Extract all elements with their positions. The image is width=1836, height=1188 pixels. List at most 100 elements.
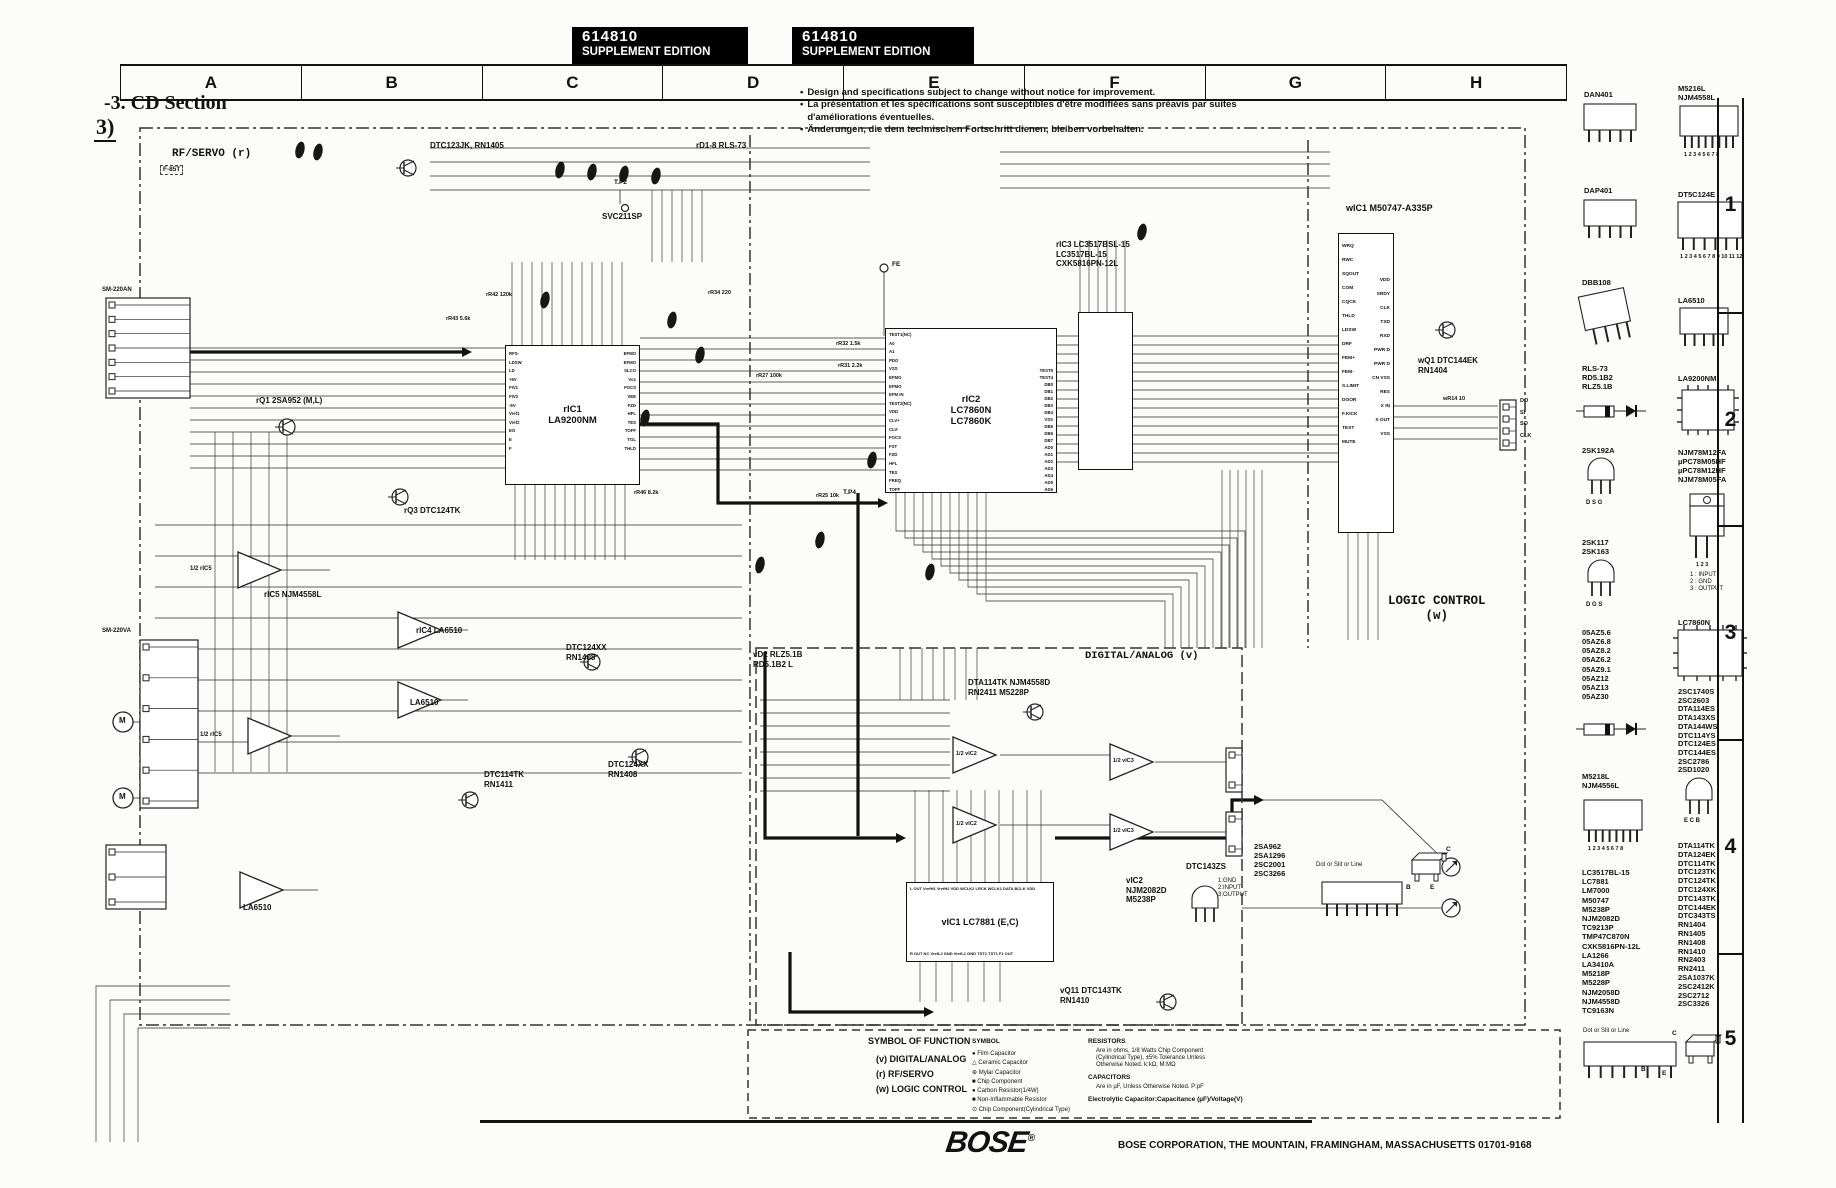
legend-capacitors-note: Are in µF, Unless Otherwise Noted. P:pF bbox=[1096, 1084, 1204, 1090]
connector-label-sm220an: SM-220AN bbox=[102, 287, 132, 293]
note-fr: La présentation et les spécifications so… bbox=[807, 99, 1237, 123]
opamp-label-vic2b: 1/2 vIC2 bbox=[956, 821, 977, 827]
grid-col-d: D bbox=[663, 66, 844, 99]
value-label: rR46 8.2k bbox=[634, 490, 659, 496]
wires bbox=[133, 190, 1445, 909]
page-title: -3. CD Section bbox=[104, 92, 227, 114]
legend-symbol-title: SYMBOL bbox=[972, 1038, 1000, 1045]
connector-pin-names: DO SI SO CLK bbox=[1520, 398, 1532, 439]
grid-row-1: 1 bbox=[1719, 98, 1742, 314]
grid-col-g: G bbox=[1206, 66, 1387, 99]
motor-symbol-label-2: M bbox=[119, 792, 126, 801]
ic-dac-label: vIC1 LC7881 (E,C) bbox=[941, 917, 1019, 927]
grid-column-ruler: A B C D E F G H bbox=[120, 64, 1567, 101]
opamp-symbols bbox=[237, 551, 1155, 909]
ic-mcu: WRQ RWC SQOUT COM CQCK THLD LDSW DRF FEM… bbox=[1338, 233, 1394, 533]
ic-la9200nm-pins-left: RFS- LDSW LD +5V FIV1 FIV2 -5V Vref1 Vre… bbox=[509, 351, 522, 451]
grid-col-a: A bbox=[121, 66, 302, 99]
pin-letters-dsg: D S G bbox=[1586, 500, 1603, 506]
value-label: rR32 1.5k bbox=[836, 341, 861, 347]
note-dot-slit-line: Dot or Slit or Line bbox=[1316, 862, 1363, 868]
pinout-note-dtc143zs: 1:GND 2:INPUT 3:OUTPUT bbox=[1218, 878, 1248, 899]
part-label-q3: rQ3 DTC124TK bbox=[404, 506, 461, 515]
connector-symbols bbox=[105, 297, 1517, 910]
wire-bundles bbox=[95, 147, 1498, 1142]
ic-mcu-label: wIC1 M50747-A335P bbox=[1346, 203, 1433, 213]
part-label-dtc143zs: DTC143ZS bbox=[1186, 862, 1227, 871]
section-label-logic-control: LOGIC CONTROL (w) bbox=[1388, 594, 1486, 623]
ic-lc7860-pins-right: TEST5 TEST4 DB0 DB1 DB2 DB3 DB4 VSS DB5 … bbox=[1039, 368, 1053, 492]
pkg-label-lc7860n: LC7860N bbox=[1678, 618, 1711, 627]
pin-letter-b: B bbox=[1406, 884, 1411, 891]
ic-dac: L OUT VrefH1 VrefH2 VDD WCLK2 LRCK WCLK1… bbox=[906, 882, 1054, 962]
opamp-label-vic3a: 1/2 vIC3 bbox=[1113, 758, 1134, 764]
pin-letters-ecb: E C B bbox=[1684, 818, 1701, 824]
pin-letter-e: E bbox=[1430, 884, 1435, 891]
part-label-q8: DTC124XX RN1408 bbox=[608, 760, 649, 779]
legend-capacitors-title: CAPACITORS bbox=[1088, 1074, 1131, 1081]
testpoint-tp2: T.P2 bbox=[614, 179, 628, 186]
part-label-la6510c: LA6510 bbox=[243, 903, 272, 912]
pkg-label-la6510: LA6510 bbox=[1678, 296, 1705, 305]
transistor-symbols bbox=[275, 159, 1456, 1011]
ic-lc7860-pins-left: TEST1(NC) A0 A1 PDO VSS EFMO EFMO EFM IN… bbox=[889, 332, 912, 492]
part-label-diodes-rls73: rD1-8 RLS-73 bbox=[696, 141, 747, 150]
pkg-label-dap401: DAP401 bbox=[1584, 186, 1613, 195]
note-dot-slit-line-panel: Dot or Slit or Line bbox=[1583, 1028, 1630, 1034]
pkg-label-to92-list: 2SC1740S 2SC2603 DTA114ES DTA143XS DTA14… bbox=[1678, 687, 1718, 775]
grid-col-f: F bbox=[1025, 66, 1206, 99]
part-label-vq11: vQ11 DTC143TK RN1410 bbox=[1060, 986, 1122, 1005]
grid-col-c: C bbox=[483, 66, 664, 99]
pkg-label-dan401: DAN401 bbox=[1584, 90, 1613, 99]
value-label: rR43 5.6k bbox=[446, 316, 471, 322]
part-label-q2: DTC123JK, RN1405 bbox=[430, 141, 504, 150]
testpoint-fe: FE bbox=[892, 261, 901, 268]
part-label-q7: DTC124XX RN1408 bbox=[566, 643, 607, 662]
ic-opamp-v2-label: vIC2 NJM2082D M5238P bbox=[1126, 876, 1167, 905]
part-label-ic4: rIC4 LA6510 bbox=[416, 626, 463, 635]
legend-resistors-note: Are in ohms, 1/8 Watts Chip Component (C… bbox=[1096, 1048, 1206, 1069]
value-label: rR27 100k bbox=[756, 373, 782, 379]
opamp-label-vic2a: 1/2 vIC2 bbox=[956, 751, 977, 757]
footer-address: BOSE CORPORATION, THE MOUNTAIN, FRAMINGH… bbox=[1118, 1140, 1532, 1151]
pin-letter-c: C bbox=[1446, 846, 1451, 853]
legend-resistors-title: RESISTORS bbox=[1088, 1038, 1126, 1045]
pin-letter-b: B bbox=[1641, 1066, 1646, 1073]
note-de: Änderungen, die dem technischen Fortschr… bbox=[807, 124, 1144, 136]
bead-blobs bbox=[295, 141, 1147, 581]
part-label-half-ic5b: 1/2 rIC5 bbox=[200, 732, 222, 738]
signal-traces bbox=[190, 347, 1264, 1017]
pin-letter-c: C bbox=[1672, 1030, 1677, 1037]
edition-code: 614810 bbox=[582, 28, 639, 45]
part-label-wq1: wQ1 DTC144EK RN1404 bbox=[1418, 356, 1479, 375]
value-label: rR25 10k bbox=[816, 493, 839, 499]
pkg-label-ic-list: LC3517BL-15 LC7881 LM7000 M50747 M5238P … bbox=[1582, 868, 1641, 1016]
legend-symbol-list: ● Film Capacitor △ Ceramic Capacitor ⊕ M… bbox=[972, 1051, 1070, 1113]
motor-symbol-label-1: M bbox=[119, 716, 126, 725]
part-label-svc211sp: SVC211SP bbox=[602, 212, 643, 221]
edition-label: SUPPLEMENT EDITION bbox=[582, 45, 711, 58]
pkg-label-dbb108: DBB108 bbox=[1582, 278, 1611, 287]
section-marker: 3) bbox=[94, 114, 117, 142]
part-list-2sa962: 2SA962 2SA1296 2SC2001 2SC3266 bbox=[1254, 842, 1286, 879]
pkg-label-zeners: 05AZ5.6 05AZ6.8 05AZ8.2 05AZ6.2 05AZ9.1 … bbox=[1582, 628, 1611, 701]
pkg-label-m5216l: M5216L NJM4558L bbox=[1678, 84, 1716, 103]
ic-la9200nm-pins-right: EFMO EFMO SLCO Vcc FOCS VEE FZD HFL TES … bbox=[623, 351, 636, 451]
ic-ram bbox=[1078, 312, 1133, 470]
pinout-note-regulator: 1 : INPUT 2 : GND 3 : OUTPUT bbox=[1690, 572, 1724, 593]
grid-col-b: B bbox=[302, 66, 483, 99]
grid-row-ruler: 1 2 3 4 5 bbox=[1717, 98, 1744, 1123]
pkg-label-rls73: RLS-73 RD5.1B2 RLZ5.1B bbox=[1582, 364, 1613, 392]
legend-functions: (v) DIGITAL/ANALOG (r) RF/SERVO (w) LOGI… bbox=[876, 1054, 967, 1094]
grid-row-5: 5 bbox=[1724, 1027, 1737, 1050]
edition-code: 614810 bbox=[802, 28, 859, 45]
part-label-q1: rQ1 2SA952 (M,L) bbox=[256, 396, 323, 405]
grid-row-2: 2 bbox=[1719, 314, 1742, 527]
pkg-label-2sk192a: 2SK192A bbox=[1582, 446, 1615, 455]
pkg-label-la9200nm: LA9200NM bbox=[1678, 374, 1717, 383]
edition-label: SUPPLEMENT EDITION bbox=[802, 45, 931, 58]
